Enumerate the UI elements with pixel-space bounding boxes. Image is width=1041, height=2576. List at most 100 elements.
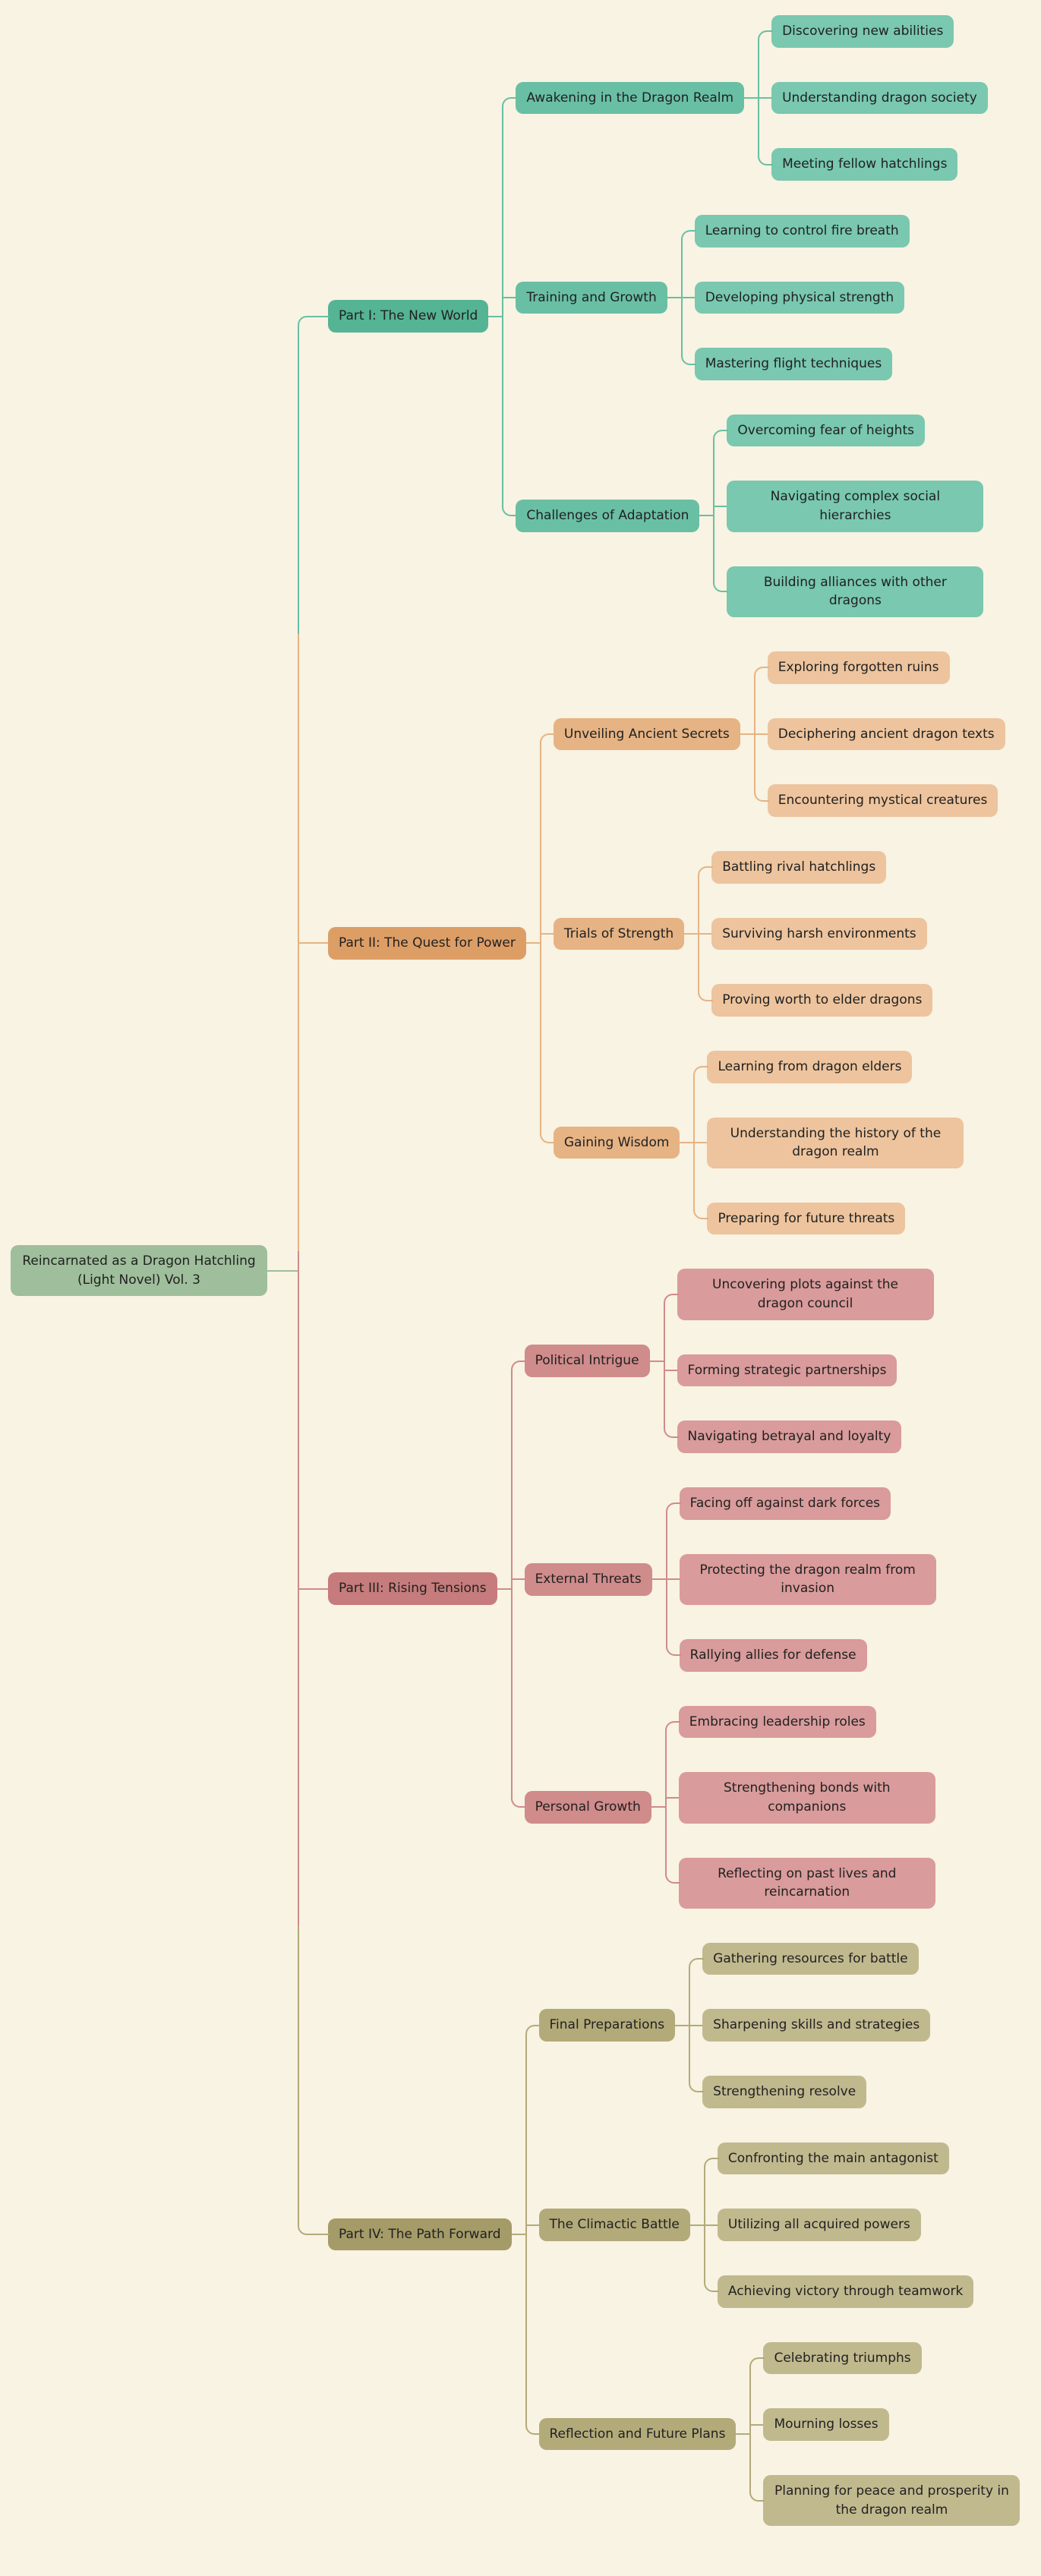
node-part-1-sec-2[interactable]: Training and Growth <box>516 281 667 314</box>
node-part-4-sec-3-leaf-1[interactable]: Celebrating triumphs <box>763 2341 922 2375</box>
branch-part-2: Part II: The Quest for Power Unveiling A… <box>298 634 1005 1253</box>
branch-part-3-sec-2: External Threats Facing off against dark… <box>510 1470 936 1689</box>
node-part-2-sec-2-leaf-1[interactable]: Battling rival hatchlings <box>711 850 887 884</box>
node-part-2-sec-2[interactable]: Trials of Strength <box>553 917 685 951</box>
node-part-3-sec-2-leaf-1[interactable]: Facing off against dark forces <box>679 1487 891 1520</box>
node-part-4-sec-1-leaf-3[interactable]: Strengthening resolve <box>702 2076 867 2108</box>
node-part-2-sec-1-leaf-3[interactable]: Encountering mystical creatures <box>767 784 998 817</box>
node-part-4-sec-3-leaf-2[interactable]: Mourning losses <box>763 2408 889 2441</box>
node-part-2-sec-1-leaf-2[interactable]: Deciphering ancient dragon texts <box>767 717 1005 751</box>
branch-part-4-sec-2: The Climactic Battle Confronting the mai… <box>525 2124 974 2325</box>
branch-part-2-sec-2: Trials of Strength Battling rival hatchl… <box>539 833 933 1034</box>
node-part-3-sec-3[interactable]: Personal Growth <box>524 1790 651 1824</box>
branch-part-1-sec-2-leaf-1: Learning to control fire breath <box>680 214 910 265</box>
branch-part-2-sec-1-leaf-2: Deciphering ancient dragon texts <box>753 700 1005 768</box>
branch-part-4-sec-2-leaf-2: Utilizing all acquired powers <box>703 2191 921 2259</box>
node-part-4-sec-3[interactable]: Reflection and Future Plans <box>538 2417 737 2451</box>
node-part-1-sec-3-leaf-2[interactable]: Navigating complex social hierarchies <box>727 481 984 532</box>
node-part-2-sec-2-leaf-3[interactable]: Proving worth to elder dragons <box>711 984 933 1017</box>
node-part-1-sec-1-leaf-1[interactable]: Discovering new abilities <box>771 15 954 48</box>
branch-part-2-sec-2-leaf-2: Surviving harsh environments <box>698 900 927 967</box>
node-part-3-sec-1[interactable]: Political Intrigue <box>524 1345 650 1378</box>
branch-part-3-sec-2-leaf-2: Protecting the dragon realm from invasio… <box>665 1536 936 1623</box>
branch-part-1-sec-3-leaf-2: Navigating complex social hierarchies <box>713 463 984 550</box>
branch-part-1-sec-1: Awakening in the Dragon Realm Discoverin… <box>502 15 988 198</box>
node-part-3-sec-2[interactable]: External Threats <box>524 1562 652 1596</box>
branch-part-4-sec-1-leaf-1: Gathering resources for battle <box>689 1942 919 1992</box>
branch-part-2-sec-2-leaf-3: Proving worth to elder dragons <box>698 966 933 1017</box>
branch-part-1: Part I: The New World Awakening in the D… <box>298 15 988 635</box>
branch-part-1-sec-1-leaf-3: Meeting fellow hatchlings <box>758 131 958 181</box>
branch-part-1-sec-2-leaf-2: Developing physical strength <box>680 263 905 331</box>
node-part-2-sec-3-leaf-3[interactable]: Preparing for future threats <box>707 1202 906 1235</box>
node-part-4-sec-1[interactable]: Final Preparations <box>538 2009 676 2042</box>
branch-part-3-sec-3-leaf-2: Strengthening bonds with companions <box>664 1755 935 1841</box>
node-part-1-sec-3-leaf-3[interactable]: Building alliances with other dragons <box>727 566 984 618</box>
branch-part-3-sec-1-leaf-1: Uncovering plots against the dragon coun… <box>663 1269 934 1338</box>
node-part-4-sec-1-leaf-2[interactable]: Sharpening skills and strategies <box>702 2009 931 2042</box>
branch-part-1-sec-2: Training and Growth Learning to control … <box>502 197 910 398</box>
node-part-2-sec-2-leaf-2[interactable]: Surviving harsh environments <box>711 917 927 951</box>
branch-part-1-sec-3-leaf-3: Building alliances with other dragons <box>713 548 984 618</box>
node-part-4-sec-2-leaf-3[interactable]: Achieving victory through teamwork <box>717 2275 974 2308</box>
node-part-3-sec-3-leaf-1[interactable]: Embracing leadership roles <box>678 1705 876 1739</box>
node-part-2-sec-3-leaf-2[interactable]: Understanding the history of the dragon … <box>707 1117 964 1168</box>
node-part-3[interactable]: Part III: Rising Tensions <box>328 1572 497 1605</box>
branch-part-4-sec-1-leaf-2: Sharpening skills and strategies <box>689 1991 931 2059</box>
branch-part-1-sec-2-leaf-3: Mastering flight techniques <box>680 330 893 380</box>
branch-part-4-sec-1-leaf-3: Strengthening resolve <box>689 2058 867 2108</box>
branch-part-1-sec-3-leaf-1: Overcoming fear of heights <box>713 414 925 464</box>
node-part-1-sec-3-leaf-1[interactable]: Overcoming fear of heights <box>727 414 925 447</box>
node-part-4-sec-2[interactable]: The Climactic Battle <box>538 2209 690 2241</box>
node-part-3-sec-1-leaf-3[interactable]: Navigating betrayal and loyalty <box>677 1420 902 1454</box>
node-part-3-sec-3-leaf-2[interactable]: Strengthening bonds with companions <box>678 1772 935 1824</box>
node-part-3-sec-3-leaf-3[interactable]: Reflecting on past lives and reincarnati… <box>678 1857 935 1909</box>
node-part-1-sec-3[interactable]: Challenges of Adaptation <box>516 500 700 532</box>
node-part-3-sec-2-leaf-2[interactable]: Protecting the dragon realm from invasio… <box>679 1553 936 1605</box>
branch-part-3-sec-1-leaf-2: Forming strategic partnerships <box>663 1336 897 1404</box>
node-part-1[interactable]: Part I: The New World <box>328 300 489 333</box>
branch-part-3-sec-2-leaf-1: Facing off against dark forces <box>665 1487 891 1537</box>
branch-part-2-sec-3: Gaining Wisdom Learning from dragon elde… <box>539 1033 964 1235</box>
node-part-2-sec-1[interactable]: Unveiling Ancient Secrets <box>553 717 740 751</box>
branch-part-3-sec-3-leaf-3: Reflecting on past lives and reincarnati… <box>664 1840 935 1909</box>
node-part-3-sec-1-leaf-1[interactable]: Uncovering plots against the dragon coun… <box>677 1269 934 1320</box>
branch-part-2-sec-3-leaf-3: Preparing for future threats <box>693 1185 906 1235</box>
branch-part-4-sec-3-leaf-1: Celebrating triumphs <box>749 2341 922 2392</box>
node-part-2-sec-1-leaf-1[interactable]: Exploring forgotten ruins <box>767 651 950 684</box>
node-part-4-sec-3-leaf-3[interactable]: Planning for peace and prosperity in the… <box>763 2474 1020 2527</box>
node-part-4-sec-1-leaf-1[interactable]: Gathering resources for battle <box>702 1942 919 1975</box>
node-part-4-sec-2-leaf-1[interactable]: Confronting the main antagonist <box>717 2142 949 2175</box>
branch-part-3-sec-2-leaf-3: Rallying allies for defense <box>665 1622 867 1672</box>
node-part-1-sec-1-leaf-2[interactable]: Understanding dragon society <box>771 81 988 115</box>
branch-part-4-sec-2-leaf-1: Confronting the main antagonist <box>703 2142 949 2192</box>
node-part-1-sec-1-leaf-3[interactable]: Meeting fellow hatchlings <box>771 148 958 181</box>
branch-part-2-sec-2-leaf-1: Battling rival hatchlings <box>698 850 887 901</box>
branch-part-2-sec-1-leaf-1: Exploring forgotten ruins <box>753 651 950 702</box>
branch-part-4-sec-3-leaf-2: Mourning losses <box>749 2391 889 2458</box>
branch-part-2-sec-1-leaf-3: Encountering mystical creatures <box>753 767 998 817</box>
node-part-3-sec-2-leaf-3[interactable]: Rallying allies for defense <box>679 1638 867 1672</box>
node-part-2-sec-3-leaf-1[interactable]: Learning from dragon elders <box>707 1050 913 1083</box>
branch-part-2-sec-3-leaf-2: Understanding the history of the dragon … <box>693 1099 964 1187</box>
node-part-2[interactable]: Part II: The Quest for Power <box>328 926 526 960</box>
branch-part-2-sec-1: Unveiling Ancient Secrets Exploring forg… <box>539 651 1005 834</box>
branch-part-4-sec-3: Reflection and Future Plans Celebrating … <box>525 2324 1020 2527</box>
node-part-4[interactable]: Part IV: The Path Forward <box>328 2218 512 2251</box>
node-part-1-sec-2-leaf-1[interactable]: Learning to control fire breath <box>694 214 910 248</box>
branch-part-4-sec-3-leaf-3: Planning for peace and prosperity in the… <box>749 2457 1020 2527</box>
node-part-3-sec-1-leaf-2[interactable]: Forming strategic partnerships <box>677 1354 897 1387</box>
node-root[interactable]: Reincarnated as a Dragon Hatchling (Ligh… <box>11 1244 267 1297</box>
branch-part-3-sec-3: Personal Growth Embracing leadership rol… <box>510 1688 935 1909</box>
branch-part-3: Part III: Rising Tensions Political Intr… <box>298 1251 936 1927</box>
branch-part-4-sec-1: Final Preparations Gathering resources f… <box>525 1942 931 2126</box>
node-part-1-sec-1[interactable]: Awakening in the Dragon Realm <box>516 81 745 115</box>
branch-root: Reincarnated as a Dragon Hatchling (Ligh… <box>11 15 1020 2527</box>
node-part-1-sec-2-leaf-3[interactable]: Mastering flight techniques <box>694 348 893 380</box>
node-part-4-sec-2-leaf-2[interactable]: Utilizing all acquired powers <box>717 2209 921 2241</box>
branch-part-1-sec-1-leaf-2: Understanding dragon society <box>758 64 988 131</box>
node-part-1-sec-2-leaf-2[interactable]: Developing physical strength <box>694 281 905 314</box>
node-part-2-sec-3[interactable]: Gaining Wisdom <box>553 1126 680 1159</box>
branch-part-1-sec-3: Challenges of Adaptation Overcoming fear… <box>502 396 984 618</box>
branch-part-3-sec-1: Political Intrigue Uncovering plots agai… <box>510 1269 934 1471</box>
